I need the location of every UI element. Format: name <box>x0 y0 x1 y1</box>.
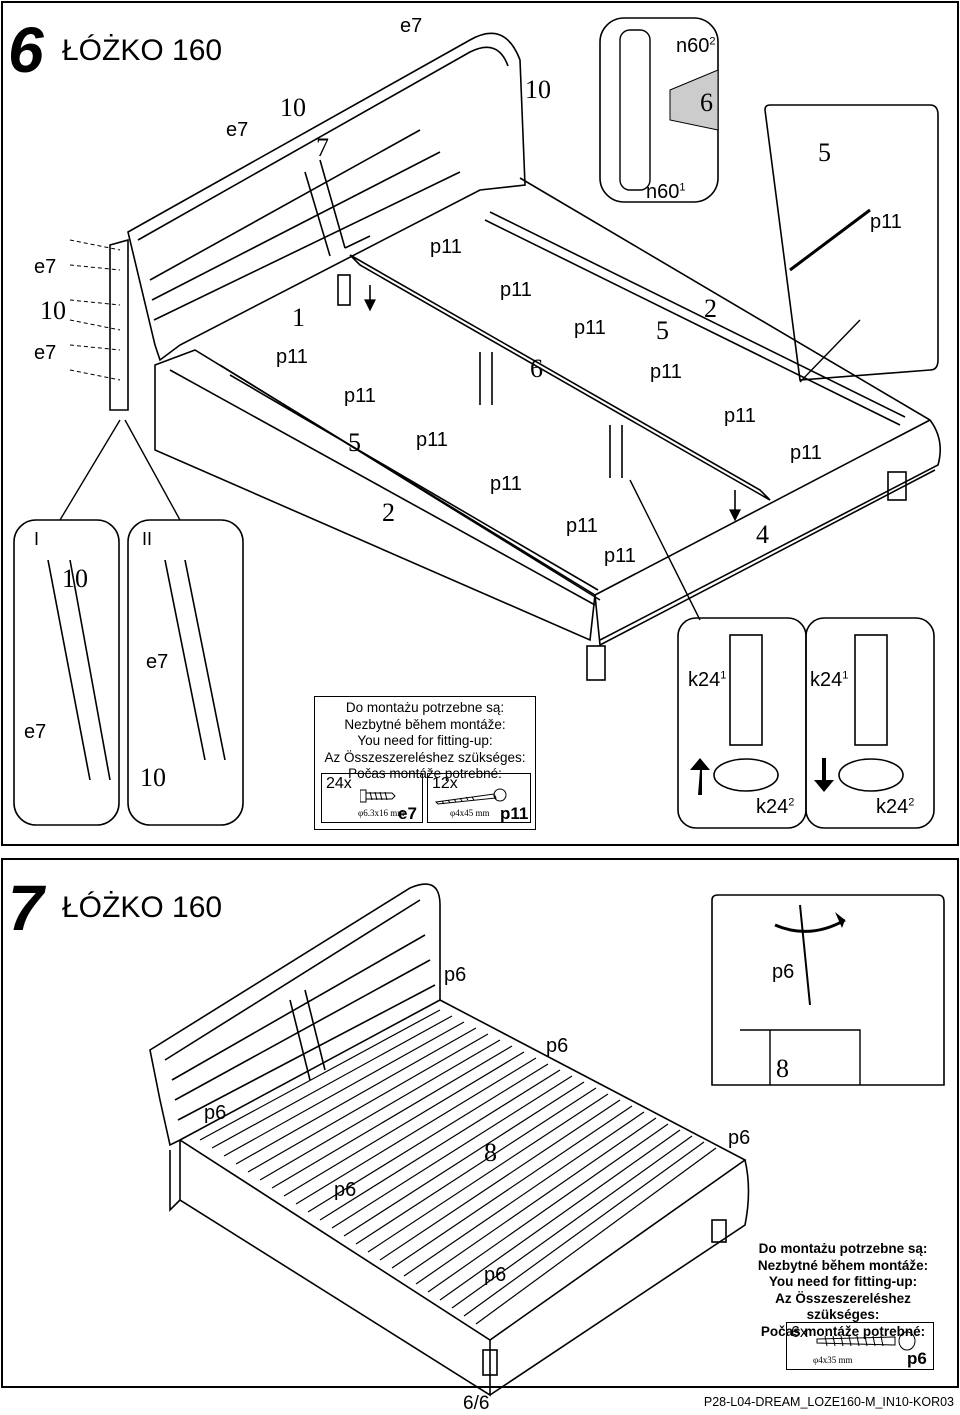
document-code: P28-L04-DREAM_LOZE160-M_IN10-KOR03 <box>703 1395 954 1409</box>
part-p6-cell: 6x φ4x35 mm p6 <box>786 1322 934 1370</box>
part-e7-cell: 24x φ6.3x16 mm e7 <box>321 773 423 823</box>
label-part-10: 10 <box>40 296 66 325</box>
label-p6: p6 <box>484 1264 507 1286</box>
label-p6: p6 <box>728 1127 751 1149</box>
label-p11: p11 <box>276 346 308 368</box>
label-part-5: 5 <box>818 138 831 167</box>
step7-parts-box: Do montażu potrzebne są: Nezbytné během … <box>740 1238 946 1376</box>
part-code: p11 <box>500 804 529 823</box>
label-p11: p11 <box>500 279 532 301</box>
label-e7: e7 <box>400 15 423 37</box>
label-part-10: 10 <box>62 564 88 593</box>
label-e7: e7 <box>146 651 169 673</box>
label-part-1: 1 <box>292 303 305 332</box>
parts-line-sk: Počas montáže potrebné: <box>760 1323 926 1339</box>
parts-line-en: You need for fitting-up: <box>768 1274 918 1289</box>
label-e7: e7 <box>34 342 57 364</box>
parts-line-sk: Počas montáže potrebné: <box>348 766 502 781</box>
label-p11: p11 <box>416 429 448 451</box>
label-p11: p11 <box>490 473 522 495</box>
label-p11: p11 <box>870 211 902 233</box>
label-roman-1: I <box>34 529 40 549</box>
label-e7: e7 <box>34 256 57 278</box>
parts-line-en: You need for fitting-up: <box>357 733 493 748</box>
label-part-2: 2 <box>382 498 395 527</box>
part-quantity: 12x <box>432 775 458 792</box>
label-p6: p6 <box>334 1179 357 1201</box>
label-part-5: 5 <box>348 428 361 457</box>
screw-p6-icon <box>816 1331 916 1351</box>
parts-line-hu: Az Összeszereléshez szükséges: <box>324 749 526 765</box>
label-p11: p11 <box>566 515 598 537</box>
label-p11: p11 <box>574 317 606 339</box>
label-p11: p11 <box>790 442 822 464</box>
label-part-10: 10 <box>525 75 551 104</box>
page-number: 6/6 <box>463 1393 490 1414</box>
label-part-6: 6 <box>700 88 713 117</box>
label-roman-2: II <box>142 529 153 549</box>
parts-line-pl: Do montażu potrzebne są: <box>345 700 505 715</box>
screw-e7-icon <box>360 789 396 803</box>
label-part-4: 4 <box>756 520 769 549</box>
step7-panel <box>1 858 959 1388</box>
label-k24-1: k241 <box>810 669 849 691</box>
label-n60-1: n601 <box>646 181 686 203</box>
step6-title: ŁÓŻKO 160 <box>62 34 223 67</box>
label-e7: e7 <box>226 119 249 141</box>
parts-line-pl: Do montażu potrzebne są: <box>758 1241 928 1256</box>
label-part-7: 7 <box>316 133 329 162</box>
step6-parts-box: Do montażu potrzebne są: Nezbytné během … <box>314 696 536 830</box>
label-k24-1: k241 <box>688 669 727 691</box>
part-dimension: φ4x35 mm <box>813 1355 853 1365</box>
label-p6: p6 <box>444 964 467 986</box>
part-quantity: 24x <box>326 775 352 792</box>
part-quantity: 6x <box>791 1324 808 1341</box>
label-part-2: 2 <box>704 294 717 323</box>
parts-line-cz: Nezbytné během montáže: <box>757 1257 929 1273</box>
label-p6: p6 <box>772 961 795 983</box>
label-p11: p11 <box>650 361 682 383</box>
label-p6: p6 <box>546 1035 569 1057</box>
label-part-10: 10 <box>280 93 306 122</box>
parts-line-hu: Az Összeszereléshez szükséges: <box>775 1290 911 1323</box>
step7-number: 7 <box>8 872 44 944</box>
label-part-10: 10 <box>140 763 166 792</box>
part-code: p6 <box>907 1349 927 1368</box>
label-part-6: 6 <box>530 354 543 383</box>
label-k24-2: k242 <box>876 796 915 818</box>
step7-title: ŁÓŻKO 160 <box>62 891 223 924</box>
label-p6: p6 <box>204 1102 227 1124</box>
label-p11: p11 <box>344 385 376 407</box>
label-e7: e7 <box>24 721 47 743</box>
step6-illustration <box>13 17 941 829</box>
label-p11: p11 <box>604 545 636 567</box>
label-part-8: 8 <box>776 1054 789 1083</box>
label-k24-2: k242 <box>756 796 795 818</box>
step6-panel <box>1 1 959 846</box>
step6-number: 6 <box>8 14 44 86</box>
part-dimension: φ4x45 mm <box>450 808 490 818</box>
part-dimension: φ6.3x16 mm <box>358 808 405 818</box>
part-code: e7 <box>398 804 417 823</box>
part-p11-cell: 12x φ4x45 mm p11 <box>427 773 531 823</box>
label-part-8: 8 <box>484 1138 497 1167</box>
label-p11: p11 <box>430 236 462 258</box>
label-p11: p11 <box>724 405 756 427</box>
screw-p11-icon <box>434 788 507 805</box>
parts-line-cz: Nezbytné během montáže: <box>344 716 506 732</box>
label-n60-2: n602 <box>676 35 716 57</box>
label-part-5: 5 <box>656 316 669 345</box>
